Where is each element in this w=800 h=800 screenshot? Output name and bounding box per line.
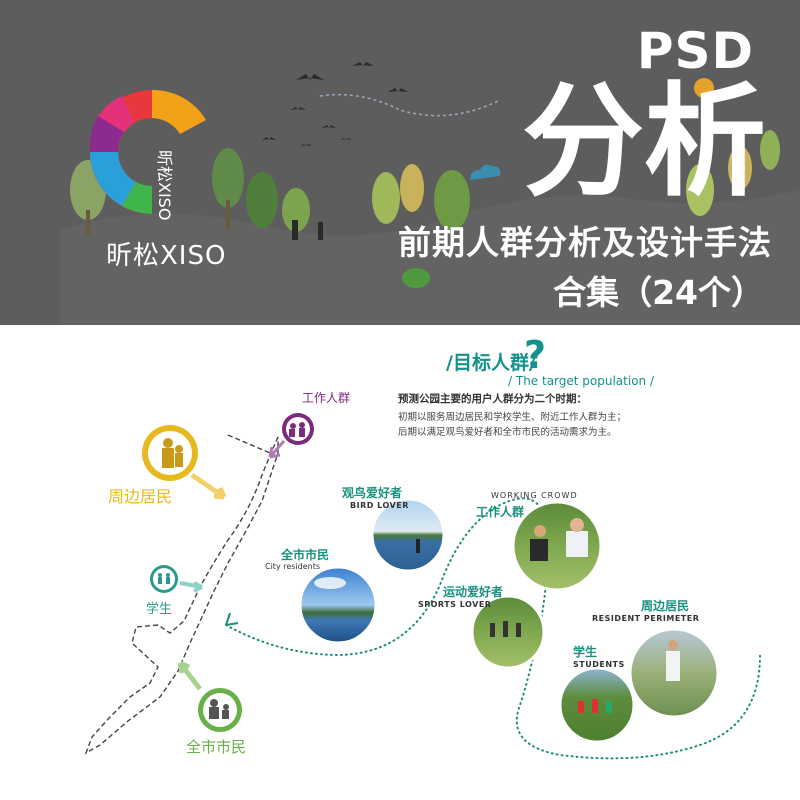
page-title: 分析 <box>522 71 766 213</box>
label-city-cn: 全市市民 <box>281 548 330 562</box>
map-label-resident: 周边居民 <box>108 487 173 506</box>
subtitle-line1: 前期人群分析及设计手法 <box>398 223 772 262</box>
label-sports-en: SPORTS LOVER <box>418 600 492 609</box>
subtitle-line2: 合集（24个） <box>553 273 764 312</box>
brand-logo-icon <box>89 89 206 214</box>
label-resident-cn: 周边居民 <box>641 599 690 613</box>
desc-line1: 预测公园主要的用户人群分为二个时期： <box>398 393 587 405</box>
label-city-en: City residents <box>265 562 321 571</box>
target-title: /目标人群/ <box>446 352 536 374</box>
label-bird-cn: 观鸟爱好者 <box>342 486 403 500</box>
photo-students <box>558 666 636 744</box>
photo-bird-lover <box>370 497 446 573</box>
photo-working-crowd <box>511 500 603 592</box>
photo-resident-perimeter <box>628 627 720 719</box>
desc-line2: 初期以服务周边居民和学校学生、附近工作人群为主； <box>398 412 627 423</box>
label-bird-en: BIRD LOVER <box>350 501 409 510</box>
diagram-graphics <box>84 413 761 760</box>
label-student-en: STUDENTS <box>573 660 625 669</box>
map-label-city: 全市市民 <box>186 738 247 756</box>
tree-group <box>70 130 780 235</box>
cloud-icon <box>470 164 501 180</box>
logo-arc-text: 昕松XISO <box>155 150 174 221</box>
label-working-cn: 工作人群 <box>476 505 525 519</box>
target-subtitle-en: / The target population / <box>508 374 655 388</box>
logo-text: 昕松XISO <box>106 241 227 271</box>
flow-path <box>225 497 761 760</box>
map-label-work: 工作人群 <box>302 391 351 405</box>
map-label-student: 学生 <box>146 602 173 617</box>
park-outline <box>84 436 279 755</box>
photo-city-residents <box>298 565 378 645</box>
birds <box>262 62 408 146</box>
label-working-en: WORKING CROWD <box>491 491 578 500</box>
label-sports-cn: 运动爱好者 <box>443 585 504 599</box>
psd-label: PSD <box>636 22 754 80</box>
frog-icon <box>402 268 430 288</box>
label-resident-en: RESIDENT PERIMETER <box>592 614 700 623</box>
crowd-diagram: /目标人群/ ? / The target population / 预测公园主… <box>0 325 800 800</box>
landscape-illustration <box>60 62 800 325</box>
sun-icon <box>694 78 714 98</box>
desc-line3: 后期以满足观鸟爱好者和全市市民的活动需求为主。 <box>398 427 617 438</box>
question-mark-icon: ? <box>524 333 547 377</box>
label-student-cn: 学生 <box>573 645 598 659</box>
photo-sports-lover <box>470 594 546 670</box>
banner: 昕松XISO 昕松XISO PSD 分析 前期人群分析及设计手法 合集（24个） <box>0 0 800 325</box>
